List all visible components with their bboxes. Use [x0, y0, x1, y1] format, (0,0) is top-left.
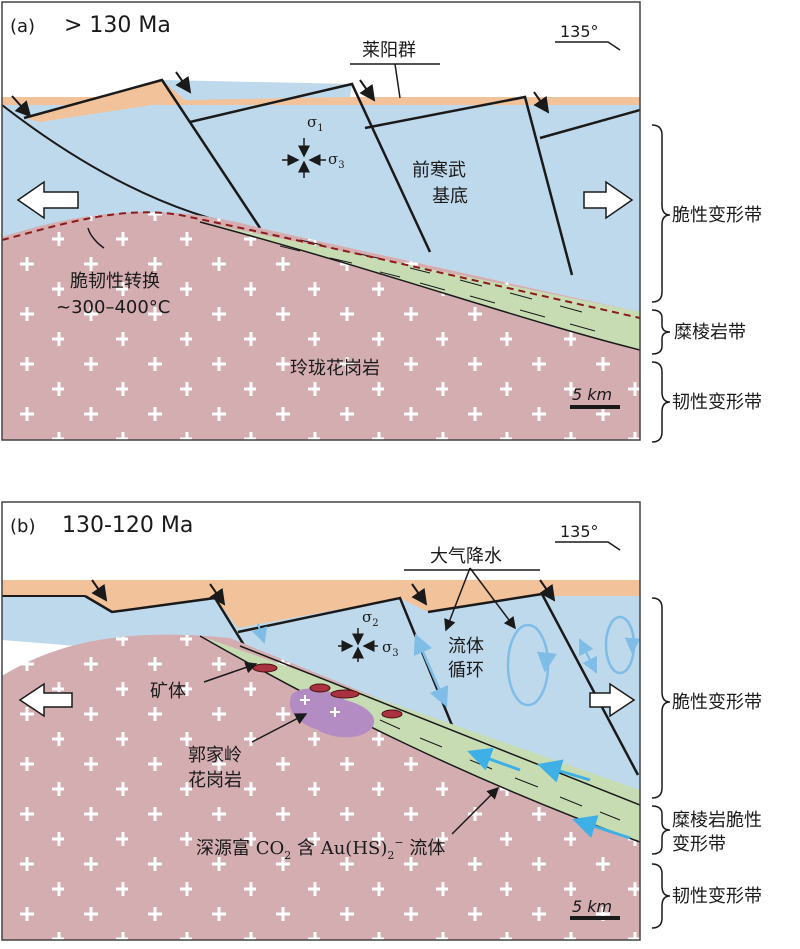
zone-ductile-b: 韧性变形带 [672, 886, 762, 907]
panel-a [2, 71, 640, 440]
guojialing-label-2: 花岗岩 [188, 770, 242, 791]
panel-b-tag: (b) [10, 516, 35, 537]
transition-label-1: 脆韧性转换 [70, 271, 160, 292]
laiyang-label: 莱阳群 [362, 40, 416, 61]
basement-a [2, 105, 640, 312]
zone-mylonite-b-2: 变形带 [672, 834, 726, 855]
panel-b-age: 130-120 Ma [62, 513, 193, 538]
sigma3-label-a: σ3 [328, 150, 345, 171]
ore-bodies [252, 663, 403, 719]
zone-brittle-a: 脆性变形带 [672, 205, 762, 226]
transition-line [2, 211, 640, 319]
extension-arrow-left-icon [16, 180, 79, 220]
fluid-label-1: 流体 [448, 636, 484, 657]
extension-arrow-right-icon [583, 180, 634, 220]
extension-arrow-right-b-icon [589, 682, 636, 718]
panel-b [2, 567, 640, 940]
orebody-label: 矿体 [150, 681, 186, 702]
zone-mylonite-b-1: 糜棱岩脆性 [672, 810, 762, 831]
scale-label-a: 5 km [572, 385, 612, 404]
sigma2-label: σ2 [362, 608, 379, 629]
basement-label-1: 前寒武 [412, 160, 466, 181]
orientation-a: 135° [560, 22, 599, 41]
sigma3-label-b: σ3 [382, 638, 399, 659]
orientation-b: 135° [560, 522, 599, 541]
scale-bar-a [570, 405, 620, 409]
zone-ductile-a: 韧性变形带 [672, 392, 762, 413]
basement-label-2: 基底 [432, 186, 468, 207]
zone-brittle-b: 脆性变形带 [672, 692, 762, 713]
scale-bar-b [570, 916, 620, 920]
extension-arrow-left-b-icon [18, 682, 73, 718]
sigma1-label: σ1 [307, 113, 324, 134]
transition-label-2: ~300–400°C [56, 297, 170, 318]
scale-label-b: 5 km [572, 897, 612, 916]
deep-fluid-arrow-1 [467, 747, 521, 772]
guojialing-label-1: 郭家岭 [188, 745, 242, 766]
mylonite-zone-a [200, 222, 640, 350]
deep-fluid-label: 深源富 CO2 含 Au(HS)2− 流体 [196, 836, 445, 862]
panel-a-tag: (a) [10, 16, 35, 37]
panel-a-age: > 130 Ma [64, 13, 171, 38]
brace-brittle-a [651, 124, 671, 303]
zone-mylonite-a: 糜棱岩带 [674, 322, 746, 343]
granite-label-a: 玲珑花岗岩 [290, 358, 380, 379]
meteoric-label: 大气降水 [430, 546, 502, 567]
fluid-label-2: 循环 [448, 660, 484, 681]
